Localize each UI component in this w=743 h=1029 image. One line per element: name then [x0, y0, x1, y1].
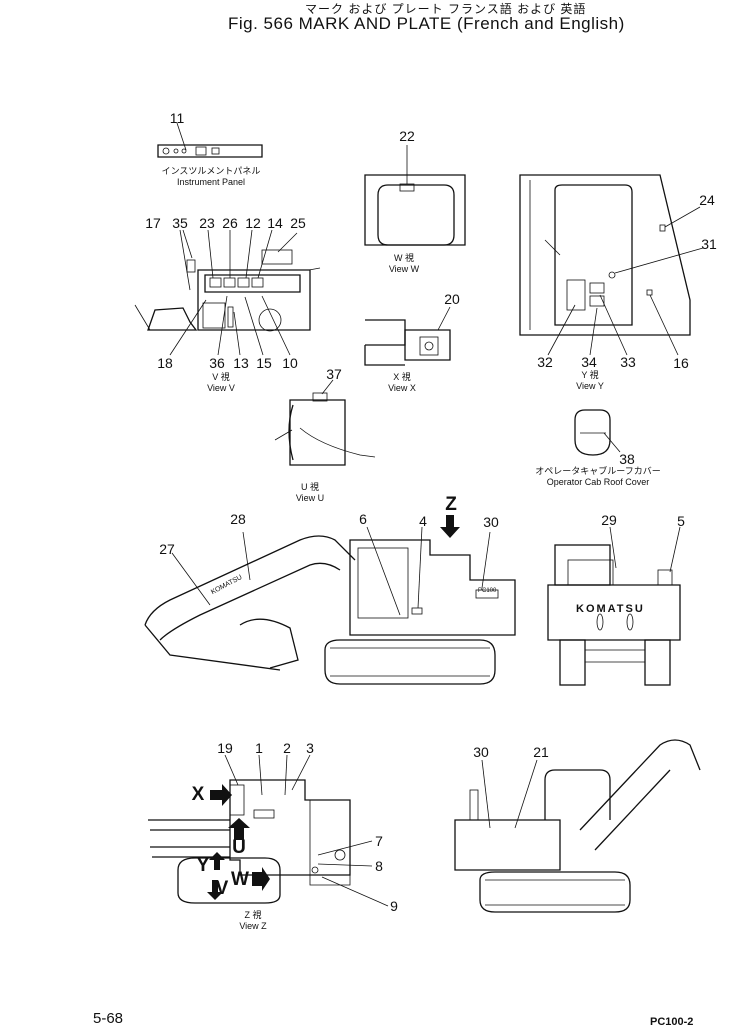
callout-12: 12	[245, 215, 261, 231]
caption-view-y-jp: Y 視	[581, 370, 599, 380]
callout-31: 31	[701, 236, 717, 252]
callout-13: 13	[233, 355, 249, 371]
model-decal: PC100	[478, 588, 497, 594]
callout-28: 28	[230, 511, 246, 527]
callout-18: 18	[157, 355, 173, 371]
caption-view-v-jp: V 視	[212, 372, 230, 382]
callout-30-lower: 30	[473, 744, 489, 760]
excavator-lower-right-drawing	[454, 739, 701, 913]
callout-20: 20	[444, 291, 460, 307]
caption-view-w: View W	[388, 264, 420, 274]
callout-17: 17	[145, 215, 161, 231]
caption-view-u: View U	[295, 493, 325, 503]
view-y-drawing	[519, 174, 704, 356]
callout-21: 21	[533, 744, 549, 760]
caption-view-u-jp: U 視	[300, 482, 320, 492]
arrow-label-z: Z	[445, 494, 457, 515]
callout-10: 10	[282, 355, 298, 371]
excavator-side-drawing	[144, 526, 516, 685]
callout-22: 22	[399, 128, 415, 144]
callout-24: 24	[699, 192, 715, 208]
callout-38: 38	[619, 451, 635, 467]
caption-view-v: View V	[207, 383, 235, 393]
rear-brand-decal: KOMATSU	[576, 603, 645, 615]
callout-3: 3	[306, 740, 314, 756]
roof-cover-drawing	[574, 409, 621, 456]
callout-4: 4	[419, 513, 427, 529]
callout-7: 7	[375, 833, 383, 849]
callout-37: 37	[326, 366, 342, 382]
callout-34: 34	[581, 354, 597, 370]
callout-8: 8	[375, 858, 383, 874]
arrow-label-v: V	[215, 878, 229, 899]
caption-view-z-jp: Z 視	[244, 910, 262, 920]
view-z-drawing	[148, 754, 389, 907]
caption-roof-cover: Operator Cab Roof Cover	[546, 477, 650, 487]
direction-arrows	[207, 515, 460, 900]
callout-29: 29	[601, 512, 617, 528]
caption-view-x: View X	[388, 383, 416, 393]
callout-2: 2	[283, 740, 291, 756]
view-v-drawing	[134, 229, 321, 356]
callout-15: 15	[256, 355, 272, 371]
callout-32: 32	[537, 354, 553, 370]
caption-instrument-panel-jp: インスツルメントパネル	[161, 166, 261, 176]
callout-11: 11	[169, 110, 185, 126]
view-u-drawing	[274, 379, 376, 466]
arrow-label-y: Y	[196, 855, 210, 876]
figure-title: Fig. 566 MARK AND PLATE (French and Engl…	[228, 14, 625, 33]
model-code: PC100-2	[650, 1016, 694, 1028]
callout-27: 27	[159, 541, 175, 557]
callout-19: 19	[217, 740, 233, 756]
callout-36: 36	[209, 355, 225, 371]
caption-instrument-panel: Instrument Panel	[176, 177, 246, 187]
caption-view-x-jp: X 視	[393, 372, 411, 382]
callout-5: 5	[677, 513, 685, 529]
view-w-drawing	[364, 145, 466, 246]
instrument-panel-drawing	[157, 122, 263, 158]
callout-14: 14	[267, 215, 283, 231]
title-japanese: マーク および プレート フランス語 および 英語	[305, 2, 587, 16]
callout-23: 23	[199, 215, 215, 231]
callout-33: 33	[620, 354, 636, 370]
callout-9: 9	[390, 898, 398, 914]
caption-roof-cover-jp: オペレータキャブルーフカバー	[535, 466, 661, 476]
page-number: 5-68	[93, 1010, 124, 1027]
arrow-label-x: X	[191, 784, 205, 805]
view-x-drawing	[364, 306, 451, 366]
arrow-label-u: U	[232, 837, 246, 858]
callout-25: 25	[290, 215, 306, 231]
callout-35: 35	[172, 215, 188, 231]
callout-1: 1	[255, 740, 263, 756]
arrow-label-w: W	[231, 869, 249, 890]
caption-view-w-jp: W 視	[394, 253, 414, 263]
excavator-rear-drawing	[547, 526, 681, 686]
caption-view-z: View Z	[239, 921, 267, 931]
callout-16: 16	[673, 355, 689, 371]
callout-30-side: 30	[483, 514, 499, 530]
caption-view-y: View Y	[576, 381, 604, 391]
callout-6: 6	[359, 511, 367, 527]
callout-26: 26	[222, 215, 238, 231]
